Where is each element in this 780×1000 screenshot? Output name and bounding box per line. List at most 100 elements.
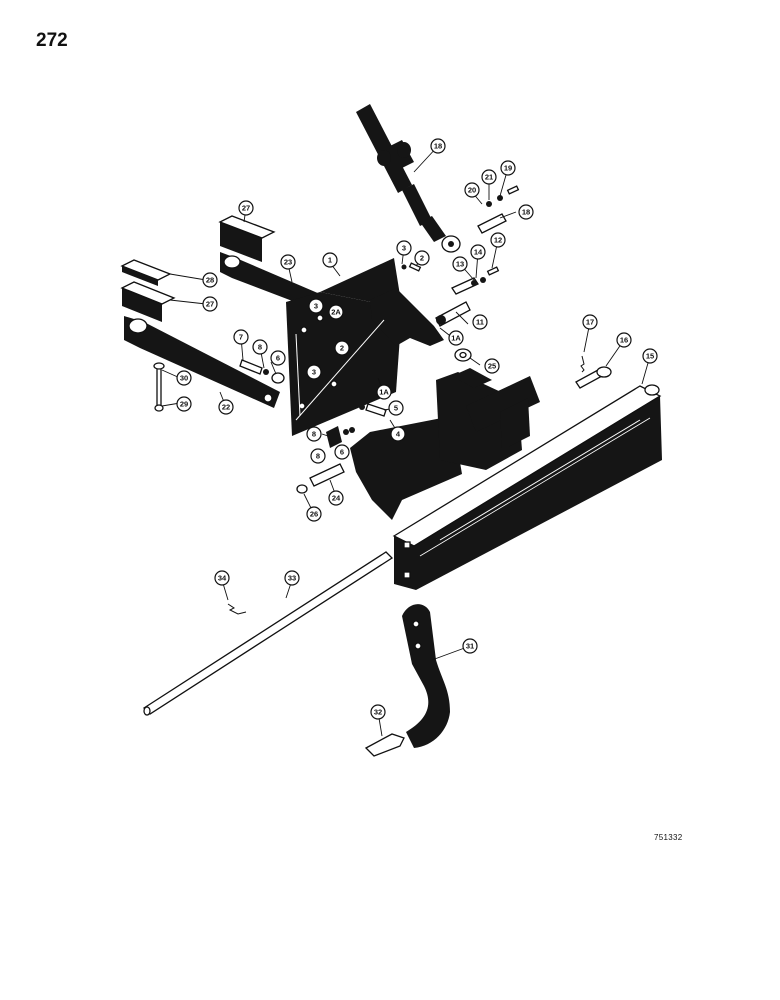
svg-text:29: 29	[180, 400, 188, 409]
callout: 22	[218, 399, 234, 415]
callout: 8	[306, 426, 322, 442]
callout: 3	[308, 298, 324, 314]
hitch-pin-16	[575, 366, 612, 389]
callout: 1A	[448, 330, 464, 346]
shims-6	[326, 426, 355, 448]
drawing-code: 751332	[654, 833, 683, 842]
clip-34	[227, 603, 247, 615]
svg-text:20: 20	[468, 186, 476, 195]
svg-text:34: 34	[218, 574, 227, 583]
callout: 32	[370, 704, 386, 720]
svg-text:18: 18	[434, 142, 442, 151]
svg-text:11: 11	[476, 318, 484, 327]
retaining-clip-17	[580, 355, 585, 373]
svg-text:25: 25	[488, 362, 496, 371]
svg-text:16: 16	[620, 336, 628, 345]
svg-text:30: 30	[180, 374, 188, 383]
svg-text:2A: 2A	[331, 308, 341, 317]
callout: 7	[233, 329, 249, 345]
callout: 2A	[328, 304, 344, 320]
callout: 27	[202, 296, 218, 312]
callout: 5	[388, 400, 404, 416]
bolt-29	[153, 362, 165, 412]
callout: 25	[484, 358, 500, 374]
svg-text:1A: 1A	[451, 334, 461, 343]
callout: 17	[582, 314, 598, 330]
svg-text:12: 12	[494, 236, 502, 245]
hydraulic-cylinder	[356, 104, 461, 253]
svg-text:31: 31	[466, 642, 474, 651]
svg-text:21: 21	[485, 173, 493, 182]
page-number: 272	[36, 30, 68, 51]
small-hardware	[401, 185, 520, 362]
callout: 12	[490, 232, 506, 248]
svg-text:3: 3	[314, 302, 318, 311]
svg-text:27: 27	[206, 300, 214, 309]
callout: 21	[481, 169, 497, 185]
pin-18	[477, 213, 507, 234]
svg-text:27: 27	[242, 204, 250, 213]
callout: 30	[176, 370, 192, 386]
callout: 14	[470, 244, 486, 260]
callout: 29	[176, 396, 192, 412]
frame	[350, 368, 540, 520]
clamp-block-27-upper	[218, 215, 276, 262]
callout: 18	[430, 138, 446, 154]
callout: 18	[518, 204, 534, 220]
point-32	[364, 733, 405, 757]
svg-text:23: 23	[284, 258, 292, 267]
mounting-bracket	[286, 258, 444, 436]
svg-text:33: 33	[288, 574, 296, 583]
callout: 15	[642, 348, 658, 364]
upper-link-23	[220, 252, 320, 310]
callout: 20	[464, 182, 480, 198]
lower-link-22	[124, 316, 280, 408]
callout: 31	[462, 638, 478, 654]
callout: 28	[202, 272, 218, 288]
shank-31	[402, 604, 450, 748]
svg-text:8: 8	[258, 343, 262, 352]
tool-bar-15	[392, 384, 662, 590]
callout: 13	[452, 256, 468, 272]
callout: 19	[500, 160, 516, 176]
svg-text:4: 4	[396, 430, 401, 439]
svg-text:2: 2	[420, 254, 424, 263]
svg-text:17: 17	[586, 318, 594, 327]
svg-text:1: 1	[328, 256, 332, 265]
washer-26	[296, 484, 308, 494]
svg-text:6: 6	[340, 448, 344, 457]
svg-text:24: 24	[332, 494, 341, 503]
callout: 34	[214, 570, 230, 586]
clamp-plate-28	[120, 259, 172, 286]
bolt-7	[239, 359, 285, 384]
callout: 26	[306, 506, 322, 522]
callout: 11	[472, 314, 488, 330]
callout: 3	[306, 364, 322, 380]
callout: 8	[252, 339, 268, 355]
svg-text:19: 19	[504, 164, 512, 173]
bolt-5	[359, 403, 387, 417]
svg-text:22: 22	[222, 403, 230, 412]
callout: 33	[284, 570, 300, 586]
svg-text:7: 7	[239, 333, 243, 342]
callout: 1	[322, 252, 338, 268]
callout: 3	[396, 240, 412, 256]
callout: 4	[390, 426, 406, 442]
svg-text:32: 32	[374, 708, 382, 717]
svg-text:8: 8	[316, 452, 320, 461]
svg-text:1A: 1A	[379, 388, 389, 397]
svg-text:26: 26	[310, 510, 318, 519]
svg-text:15: 15	[646, 352, 654, 361]
svg-text:3: 3	[312, 368, 316, 377]
callout: 2	[334, 340, 350, 356]
callout: 23	[280, 254, 296, 270]
svg-text:8: 8	[312, 430, 316, 439]
callout: 2	[414, 250, 430, 266]
callout: 6	[270, 350, 286, 366]
svg-text:18: 18	[522, 208, 530, 217]
callout: 1A	[376, 384, 392, 400]
clamp-block-27-lower	[120, 281, 176, 322]
callout: 24	[328, 490, 344, 506]
callout: 8	[310, 448, 326, 464]
